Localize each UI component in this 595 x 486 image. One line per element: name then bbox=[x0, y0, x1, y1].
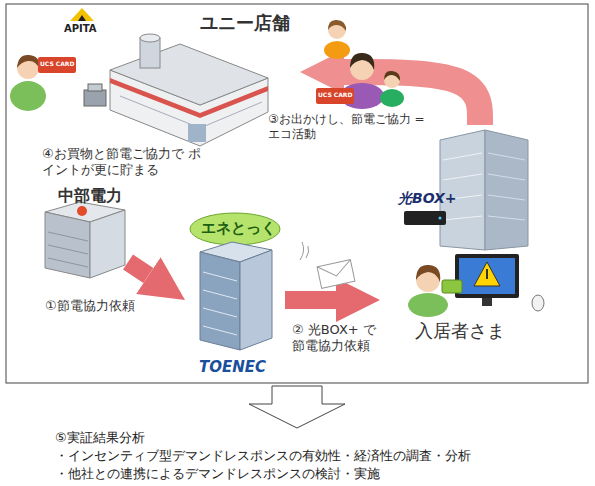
person-hair bbox=[328, 20, 346, 31]
window-row bbox=[203, 308, 237, 317]
company-logo bbox=[77, 206, 87, 216]
person-hair bbox=[350, 53, 374, 70]
window-row bbox=[48, 232, 88, 241]
store-entrance bbox=[188, 124, 206, 142]
logo-mark bbox=[70, 8, 94, 21]
card bbox=[442, 280, 462, 293]
sign-cloud bbox=[190, 213, 280, 245]
person-hair bbox=[416, 265, 440, 282]
window-row bbox=[488, 216, 525, 220]
edge-label: ② 光BOX+ で 節電協力依頼 bbox=[292, 322, 384, 355]
note-text: ④お買物と節電ご協力で ポイントが更に貯まる bbox=[42, 146, 207, 179]
card-text: UCS CARD bbox=[318, 91, 352, 99]
node-label: ユニー店舗 bbox=[200, 12, 290, 35]
flow-arrow bbox=[285, 291, 336, 309]
envelope-flap bbox=[317, 260, 353, 280]
window-row bbox=[48, 258, 88, 267]
edge-label: ③お出かけし、節電ご協力 =エコ活動 bbox=[268, 112, 433, 142]
envelope bbox=[317, 260, 355, 289]
resident-node: 入居者さま bbox=[380, 125, 585, 350]
person-body bbox=[10, 81, 46, 111]
window-row bbox=[488, 195, 525, 200]
down-arrow bbox=[249, 386, 345, 428]
cash-register bbox=[88, 84, 102, 91]
result-heading: ⑤実証結果分析 bbox=[55, 430, 145, 446]
building bbox=[45, 212, 90, 278]
monitor-screen bbox=[459, 258, 515, 294]
node-label: 入居者さま bbox=[415, 320, 505, 343]
node-label: TOENEC bbox=[199, 358, 266, 377]
window-row bbox=[488, 174, 525, 180]
person-body bbox=[380, 89, 404, 107]
company-node: エネとっく TOENEC bbox=[185, 210, 285, 379]
store-window bbox=[120, 96, 195, 126]
card-text: UCS CARD bbox=[40, 60, 74, 68]
envelope bbox=[317, 260, 355, 289]
window-row bbox=[48, 245, 88, 254]
window-row bbox=[443, 216, 482, 220]
edge-label: ①節電協力依頼 bbox=[45, 298, 155, 314]
window-row bbox=[488, 153, 525, 160]
signal-wave bbox=[306, 246, 309, 258]
warning-icon bbox=[486, 269, 488, 279]
store-tower bbox=[140, 34, 160, 42]
monitor bbox=[455, 254, 519, 298]
person-body bbox=[324, 41, 350, 59]
mouse bbox=[532, 295, 544, 311]
person-hair bbox=[17, 55, 40, 70]
set-top-box bbox=[404, 211, 446, 225]
window-row bbox=[203, 326, 237, 335]
flow-arrow bbox=[128, 262, 148, 276]
window-row bbox=[443, 174, 482, 180]
frame bbox=[6, 4, 588, 383]
logo-mark bbox=[78, 15, 86, 21]
set-top-box-light bbox=[439, 217, 442, 220]
company-node: 中部電力 bbox=[38, 184, 128, 280]
window-row bbox=[443, 153, 482, 160]
logo-text: APITA bbox=[64, 23, 97, 36]
building bbox=[240, 250, 272, 350]
card bbox=[316, 88, 354, 104]
device-logo: 光BOX+ bbox=[398, 190, 457, 208]
result-item: ・インセンティブ型デマンドレスポンスの有効性・経済性の調査・分析 bbox=[55, 448, 471, 464]
store-stripe bbox=[110, 78, 268, 118]
signal-wave bbox=[300, 242, 304, 260]
building bbox=[90, 210, 125, 278]
monitor-stand bbox=[482, 298, 492, 306]
window-row bbox=[203, 272, 237, 281]
card bbox=[38, 57, 76, 73]
window-row bbox=[203, 290, 237, 299]
result-item: ・他社との連携によるデマンドレスポンスの検討・実施 bbox=[55, 466, 380, 482]
cash-register bbox=[84, 90, 106, 106]
node-label: エネとっく bbox=[201, 219, 276, 238]
logo-ground bbox=[60, 6, 104, 38]
person-body bbox=[408, 293, 448, 317]
person-hair bbox=[384, 71, 400, 81]
warning-icon bbox=[474, 262, 500, 286]
building bbox=[200, 252, 240, 350]
apartment bbox=[485, 130, 528, 250]
store-window bbox=[205, 102, 262, 126]
node-label: 中部電力 bbox=[58, 186, 122, 206]
